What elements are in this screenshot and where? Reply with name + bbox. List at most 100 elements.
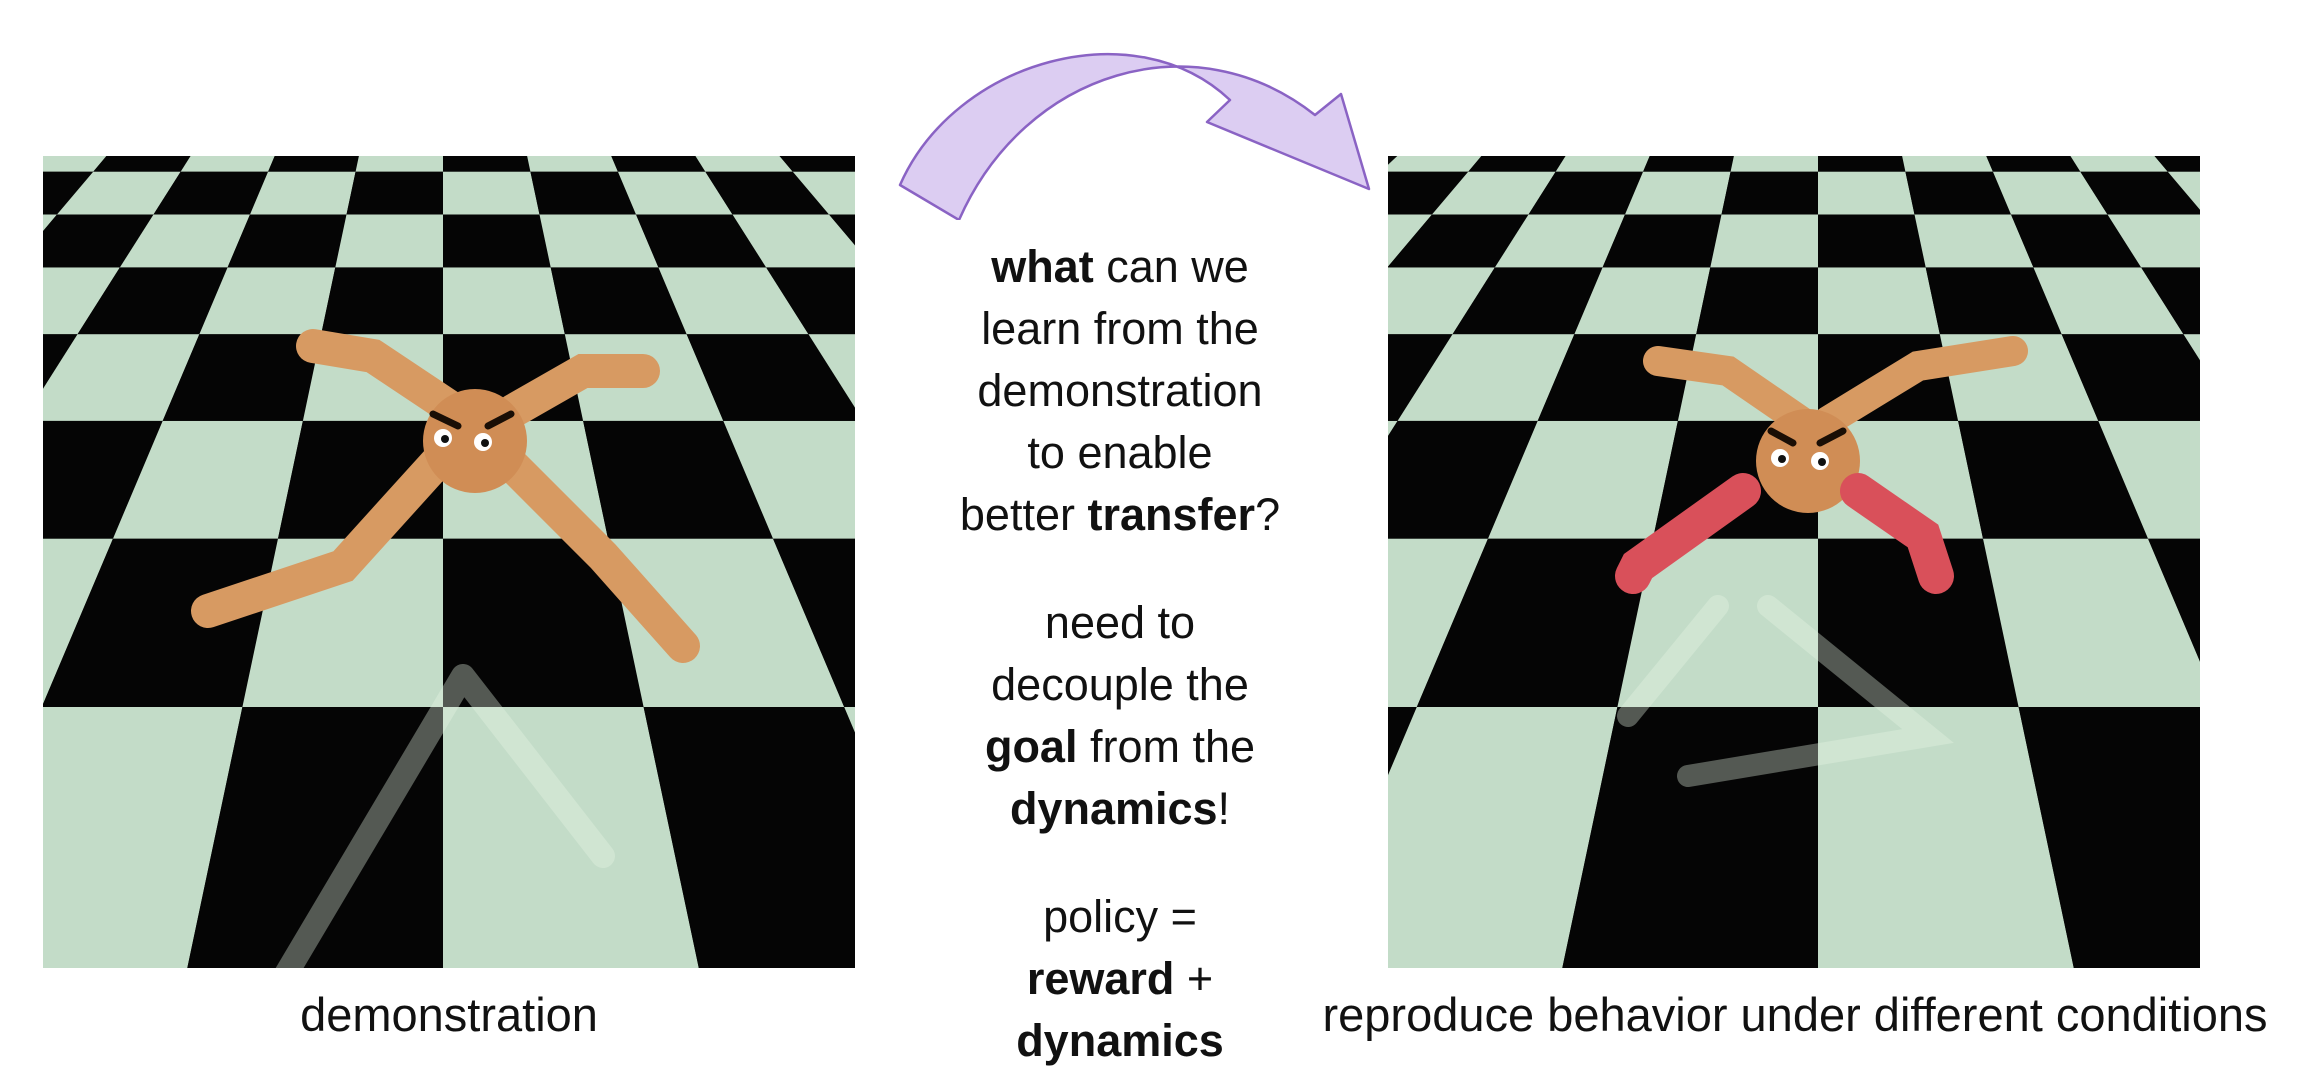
ant-leg-back-right (496, 354, 660, 428)
floor-tile (1818, 171, 1915, 215)
floor-tile (550, 267, 687, 335)
floor-tile (187, 707, 443, 968)
floor-tile (1562, 707, 1818, 968)
floor-tile (1818, 214, 1926, 268)
floor-tile (723, 420, 855, 539)
floor-tile (43, 214, 57, 232)
floor-tile (1992, 171, 2108, 215)
floor-tile (180, 156, 275, 172)
decouple-text: need to decouple the goal from the dynam… (984, 597, 1256, 834)
floor-tile (1388, 334, 1453, 421)
floor-tile (808, 334, 855, 408)
floor-tile (643, 707, 855, 968)
floor-tile (1388, 420, 1538, 539)
floor-tile (113, 420, 303, 539)
floor-tile (1958, 420, 2148, 539)
floor-tile (227, 214, 347, 268)
curved-arrow-icon (898, 52, 1371, 220)
floor-tile (443, 707, 699, 968)
floor-tile (443, 538, 644, 707)
floor-tile (1818, 538, 2019, 707)
floor-tile (93, 156, 191, 172)
floor-tile (695, 156, 793, 172)
floor-tile (1986, 156, 2081, 172)
floor-tile (1818, 156, 1906, 172)
transfer-image (1388, 156, 2200, 968)
checkerboard-floor (43, 156, 855, 968)
floor-tile (321, 267, 443, 335)
floor-tile (1625, 171, 1731, 215)
floor-tile (268, 156, 359, 172)
floor-tile (527, 156, 618, 172)
floor-tile (43, 267, 120, 335)
floor-tile (43, 707, 243, 968)
floor-tile (1416, 538, 1653, 707)
floor-tile (43, 171, 94, 215)
floor-tile (779, 156, 855, 172)
floor-tile (844, 707, 855, 733)
floor-tile (346, 171, 443, 215)
floor-tile (443, 267, 565, 335)
floor-tile (766, 267, 855, 335)
floor-tile (1696, 267, 1818, 335)
floor-tile (1397, 334, 1575, 421)
floor-tile (2018, 707, 2200, 968)
floor-tile (705, 171, 829, 215)
floor-tile (1388, 538, 1488, 707)
policy-equation-text: policy = reward + dynamics (1016, 891, 1224, 1066)
floor-tile (539, 214, 659, 268)
floor-tile (2107, 214, 2200, 268)
ant-leg-front-right (496, 449, 700, 663)
ant-leg-front-right-altered (1840, 473, 1954, 594)
floor-tile (1983, 538, 2200, 707)
floor-tile (443, 171, 540, 215)
floor-tile (2061, 334, 2200, 421)
ant-leg-front-left-altered (1615, 473, 1761, 594)
ant-robot (191, 329, 700, 663)
floor-tile (1925, 267, 2062, 335)
floor-tile (2141, 267, 2200, 335)
floor-tile (335, 214, 443, 268)
floor-tile (1432, 171, 1556, 215)
floor-tile (2011, 214, 2142, 268)
floor-tile (1721, 171, 1818, 215)
floor-tile (77, 267, 228, 335)
floor-tile (355, 156, 443, 172)
floor-tile (636, 214, 767, 268)
floor-tile (1468, 156, 1566, 172)
floor-tile (1902, 156, 1993, 172)
floor-tile (2033, 267, 2184, 335)
ant-shadow (1617, 595, 1954, 787)
ant-eyebrows (1767, 427, 1847, 447)
floor-tile (1388, 171, 1469, 215)
ant-leg-back-left (1643, 346, 1823, 441)
floor-tile (1555, 156, 1650, 172)
ant-leg-back-right (1813, 336, 2028, 436)
floor-tile (1388, 214, 1529, 268)
caption-demonstration: demonstration (300, 988, 598, 1041)
floor-tile (1528, 171, 1644, 215)
floor-tile (1388, 267, 1495, 335)
floor-tile (686, 334, 855, 421)
floor-tile (773, 538, 855, 707)
floor-tile (1488, 420, 1678, 539)
floor-tile (658, 267, 809, 335)
floor-tile (119, 214, 251, 268)
floor-tile (1574, 267, 1711, 335)
floor-tile (2148, 538, 2200, 662)
floor-tile (608, 538, 845, 707)
floor-tile (43, 156, 107, 172)
floor-tile (2183, 334, 2200, 361)
checkerboard-floor (1388, 156, 2200, 968)
floor-tile (1905, 171, 2011, 215)
floor-tile (2080, 171, 2200, 215)
floor-tile (57, 171, 181, 215)
floor-tile (1818, 707, 2074, 968)
floor-tile (43, 334, 200, 421)
ant-robot (1615, 336, 2028, 594)
floor-tile (1602, 214, 1722, 268)
floor-tile (162, 334, 322, 421)
floor-tile (792, 171, 855, 215)
floor-tile (153, 171, 269, 215)
floor-tile (611, 156, 706, 172)
